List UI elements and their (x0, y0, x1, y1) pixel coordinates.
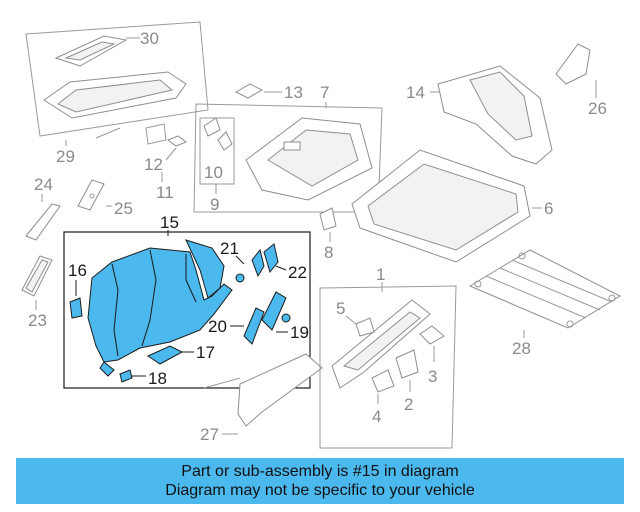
cover-part-17 (146, 345, 184, 365)
callout-21: 21 (220, 239, 239, 258)
banner-line-1: Part or sub-assembly is #15 in diagram (181, 463, 459, 480)
callout-5: 5 (336, 299, 345, 318)
callout-22: 22 (288, 263, 307, 282)
callout-19: 19 (290, 323, 309, 342)
callout-15: 15 (160, 213, 179, 232)
callout-18: 18 (148, 369, 167, 388)
callout-12: 12 (144, 155, 163, 174)
clip-part-18 (119, 369, 133, 383)
cargo-net-frame-part-28 (468, 249, 622, 329)
callout-30: 30 (140, 29, 159, 48)
callout-28: 28 (512, 339, 531, 358)
callout-24: 24 (34, 175, 53, 194)
info-banner: Part or sub-assembly is #15 in diagram D… (16, 458, 624, 504)
callout-16: 16 (68, 261, 87, 280)
callout-4: 4 (372, 407, 381, 426)
banner-line-2: Diagram may not be specific to your vehi… (165, 482, 475, 499)
highlight-box-15 (63, 231, 311, 389)
callout-14: 14 (406, 83, 425, 102)
callout-11: 11 (156, 183, 174, 202)
callout-26: 26 (588, 99, 607, 118)
clip-part-4 (371, 369, 395, 393)
box-1 (319, 285, 457, 449)
quarter-trim-panel-15 (87, 247, 233, 363)
bracket-part-25 (77, 179, 105, 211)
callout-2: 2 (404, 395, 413, 414)
callout-3: 3 (428, 367, 437, 386)
parts-diagram: 30 29 7 13 12 11 10 9 24 25 23 15 16 (21, 21, 622, 449)
sill-trim-part-27 (237, 353, 323, 427)
clip-part-16 (69, 297, 83, 319)
callout-10: 10 (204, 163, 223, 182)
bracket-part-26 (555, 43, 591, 85)
callout-27: 27 (200, 425, 219, 444)
callout-29: 29 (56, 147, 75, 166)
callout-1: 1 (376, 265, 385, 284)
clip-part-8 (319, 207, 337, 231)
callout-17: 17 (196, 343, 215, 362)
clip-part-10 (203, 117, 221, 137)
bracket-part-21 (251, 248, 265, 278)
callout-13: 13 (284, 83, 303, 102)
bracket-part-22 (263, 243, 279, 274)
callout-6: 6 (544, 199, 553, 218)
fastener-part-12 (166, 135, 188, 147)
callout-23: 23 (28, 311, 47, 330)
clip-part-13 (234, 83, 264, 99)
panel-part-24 (25, 203, 61, 241)
cap-part-3 (419, 325, 445, 345)
callout-9: 9 (210, 195, 219, 214)
callout-8: 8 (324, 243, 333, 262)
cargo-cover-group (25, 21, 209, 139)
bracket-part-2 (395, 349, 419, 379)
callout-20: 20 (208, 317, 227, 336)
trim-strip-part-19 (261, 291, 287, 331)
callout-7: 7 (320, 83, 329, 102)
callout-25: 25 (114, 199, 133, 218)
clip-part-5 (355, 317, 375, 337)
trim-strip-part-20 (243, 307, 265, 345)
